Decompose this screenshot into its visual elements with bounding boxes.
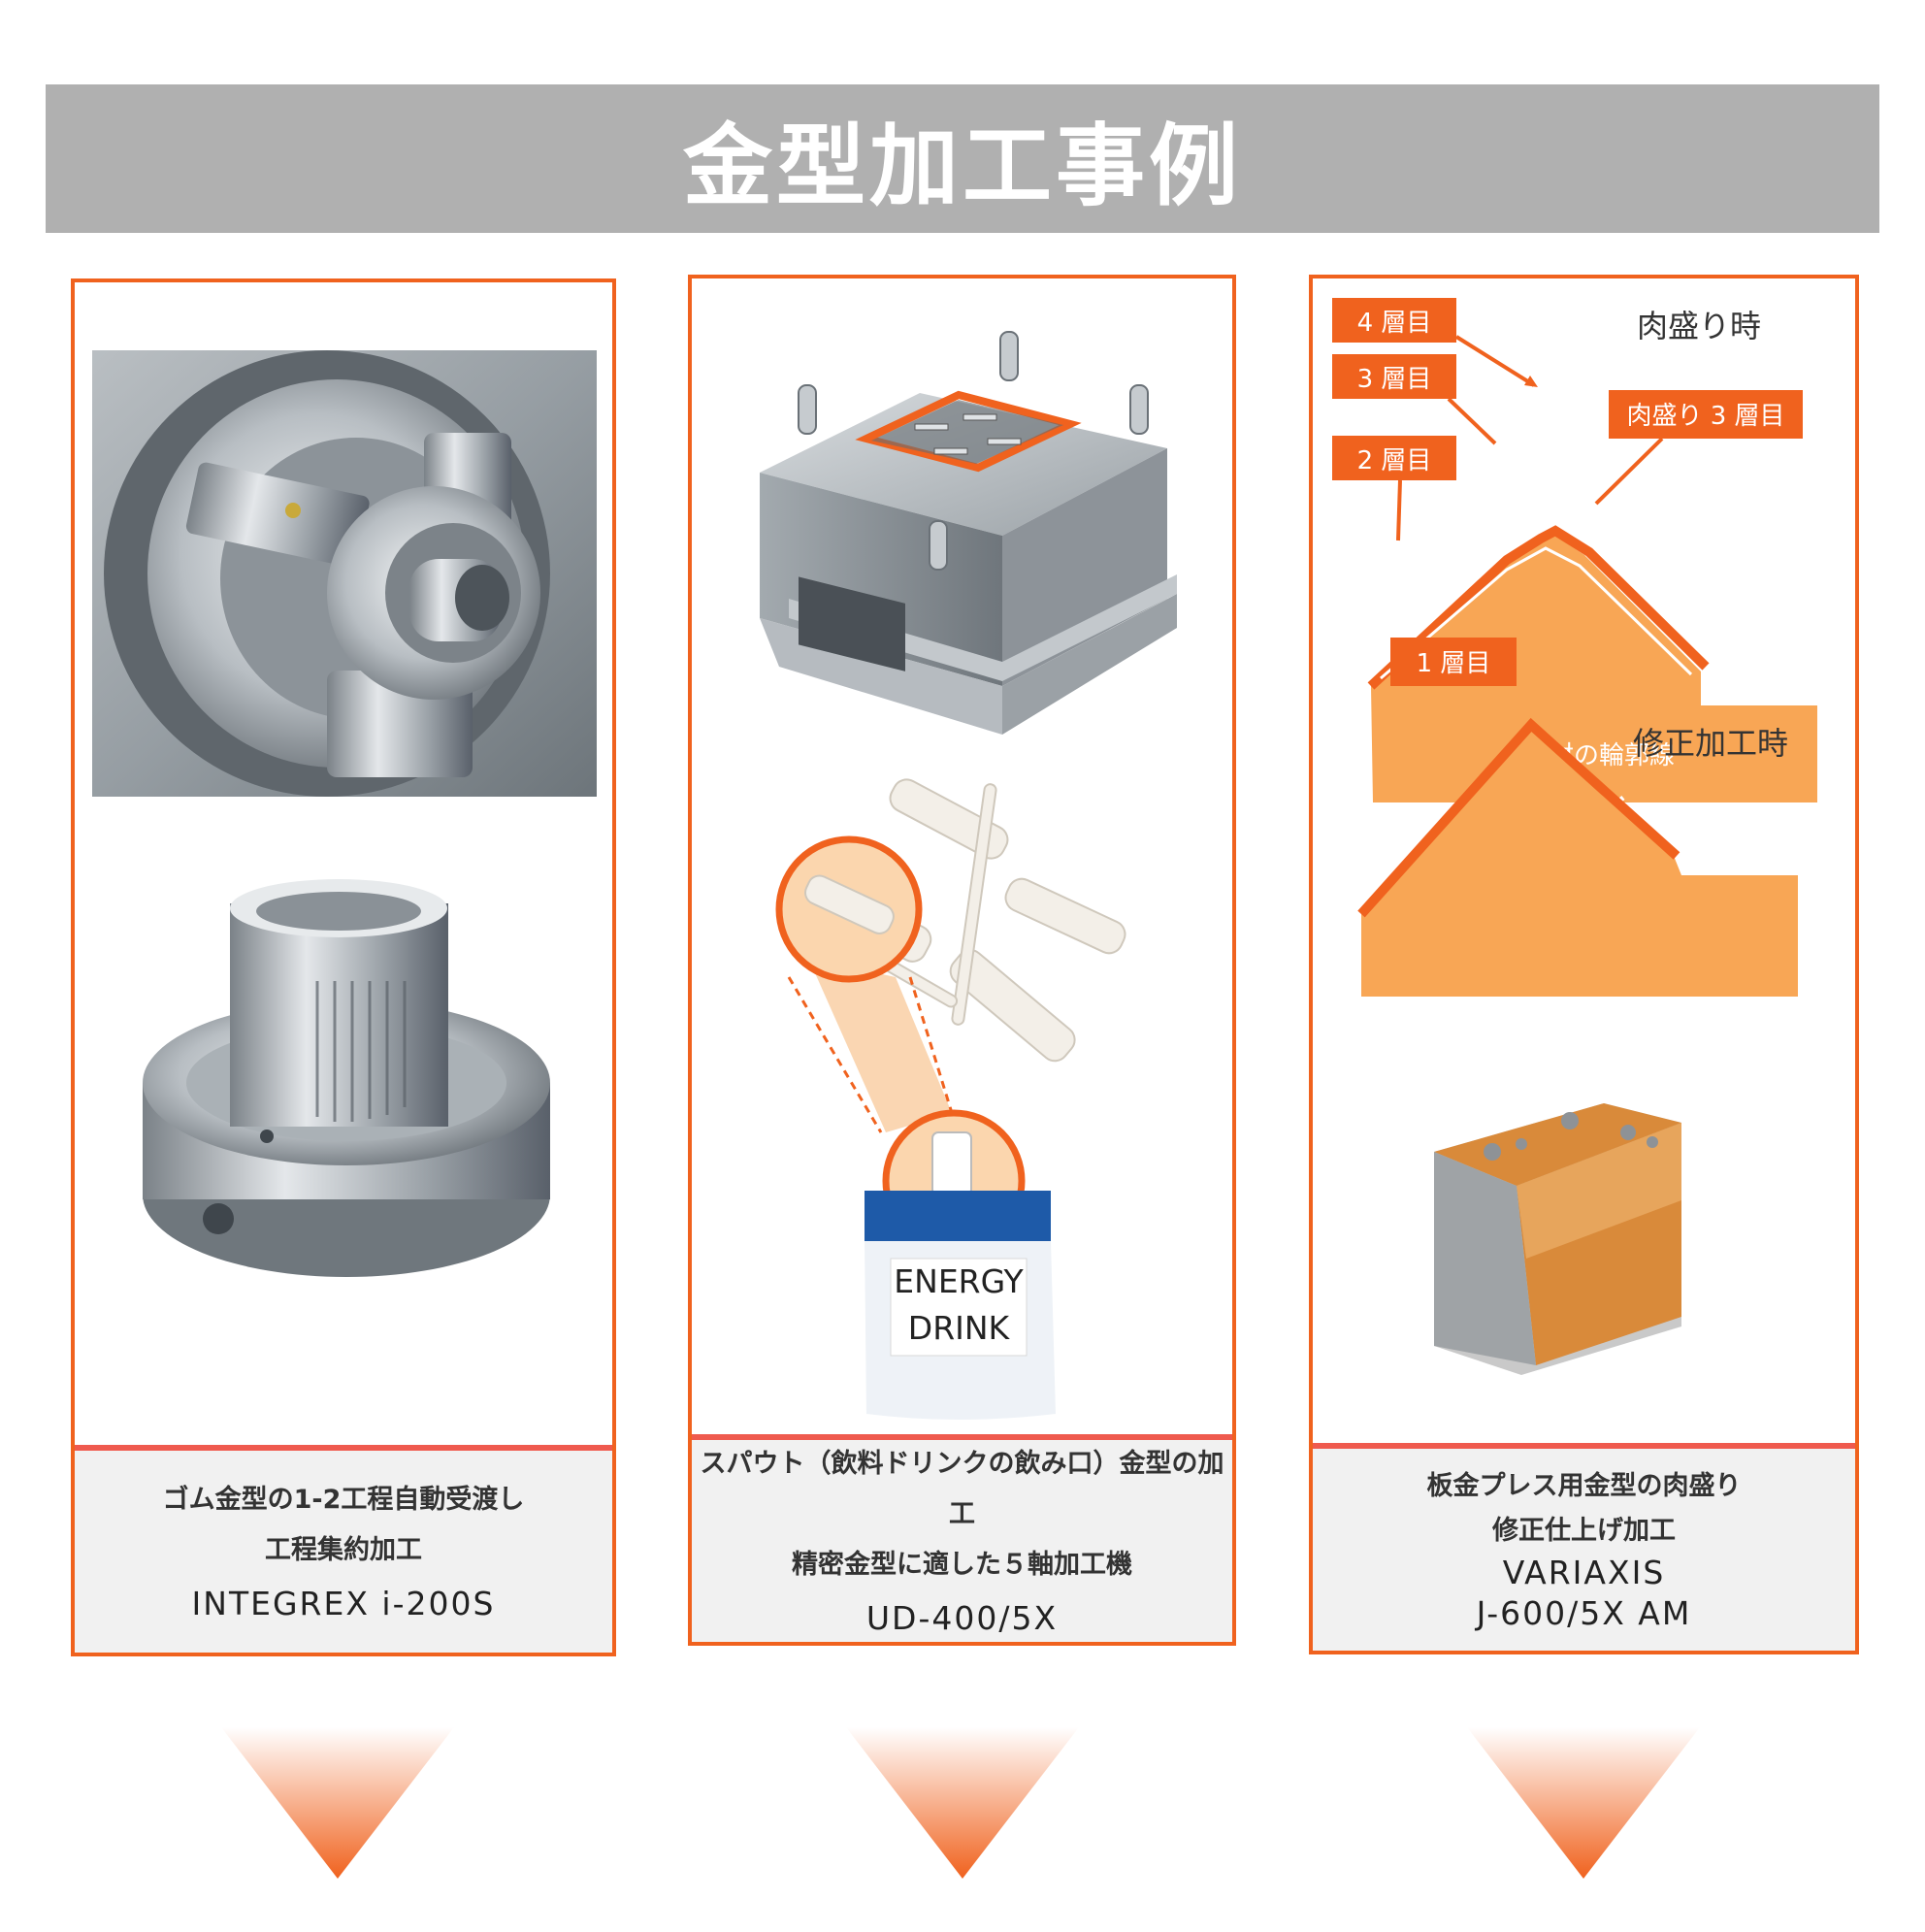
machine-model: UD-400/5X	[865, 1599, 1059, 1637]
machine-model: INTEGREX i-200S	[191, 1585, 496, 1622]
case-caption-1: ゴム金型の1-2工程自動受渡し 工程集約加工 INTEGREX i-200S	[75, 1445, 612, 1653]
case-card-3[interactable]: 母材の輪郭線 肉盛り時 4 層目 3 層目 2 層目 1 層目 肉盛り 3 層目	[1309, 275, 1859, 1654]
case-caption-2: スパウト（飲料ドリンクの飲み口）金型の加工 精密金型に適した５軸加工機 UD-4…	[692, 1434, 1232, 1642]
layer1-tag: 1 層目	[1390, 638, 1517, 686]
down-arrow-icon	[846, 1727, 1079, 1879]
page-title: 金型加工事例	[682, 115, 1242, 218]
build3-tag: 肉盛り 3 層目	[1594, 390, 1803, 506]
caption-line-2: 修正仕上げ加工	[1492, 1516, 1676, 1546]
down-arrow-icon	[221, 1727, 454, 1879]
case-card-2[interactable]: ENERGY DRINK スパウト（飲料ドリンクの飲み口）金型の加工 精密金型に…	[688, 275, 1236, 1646]
chuck-and-part-illustration	[92, 350, 597, 1277]
layer2-tag: 2 層目	[1332, 436, 1456, 541]
svg-text:肉盛り 3 層目: 肉盛り 3 層目	[1626, 402, 1784, 431]
caption-line-2: 工程集約加工	[265, 1535, 422, 1565]
build-title: 肉盛り時	[1637, 308, 1761, 344]
layer3-tag: 3 層目	[1332, 354, 1497, 445]
svg-text:4 層目: 4 層目	[1357, 309, 1432, 338]
svg-text:2 層目: 2 層目	[1357, 446, 1432, 475]
pouch-label-line-2: DRINK	[908, 1309, 1011, 1347]
buildup-diagram: 母材の輪郭線 肉盛り時 4 層目 3 層目 2 層目 1 層目 肉盛り 3 層目	[1332, 298, 1817, 1375]
fix-title: 修正加工時	[1633, 725, 1788, 762]
machine-model-line-2: J-600/5X AM	[1476, 1594, 1692, 1632]
machine-model-line-1: VARIAXIS	[1502, 1554, 1666, 1591]
down-arrow-icon	[1467, 1727, 1700, 1879]
caption-line-1: ゴム金型の1-2工程自動受渡し	[162, 1485, 525, 1515]
svg-text:1 層目: 1 層目	[1417, 649, 1491, 678]
case-caption-3: 板金プレス用金型の肉盛り 修正仕上げ加工 VARIAXIS J-600/5X A…	[1313, 1443, 1855, 1651]
layer4-tag: 4 層目	[1332, 298, 1538, 387]
case-card-1[interactable]: ゴム金型の1-2工程自動受渡し 工程集約加工 INTEGREX i-200S	[71, 278, 616, 1656]
caption-line-1: 板金プレス用金型の肉盛り	[1426, 1471, 1742, 1501]
svg-text:3 層目: 3 層目	[1357, 365, 1432, 394]
mold-and-spout-illustration: ENERGY DRINK	[760, 331, 1177, 1420]
caption-line-1: スパウト（飲料ドリンクの飲み口）金型の加工	[700, 1449, 1224, 1529]
page-banner: 金型加工事例	[46, 84, 1879, 233]
caption-line-2: 精密金型に適した５軸加工機	[792, 1550, 1132, 1580]
pouch-label-line-1: ENERGY	[894, 1262, 1024, 1300]
